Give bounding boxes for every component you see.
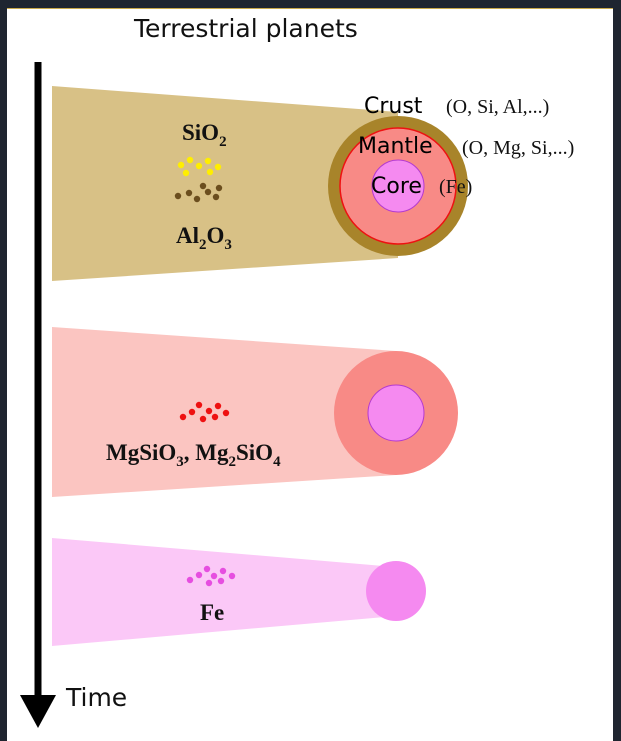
sio2-particle (182, 169, 190, 177)
core-layer (367, 384, 425, 442)
sio2-particle (206, 168, 214, 176)
al2o3-particle (174, 192, 182, 200)
al2o3-particle-cluster (174, 182, 223, 203)
mantle-label: Mantle (358, 134, 433, 159)
al2o3-particle (212, 193, 220, 201)
sio2-particle (195, 162, 203, 170)
silicate-particle (179, 413, 187, 421)
core-label: Core (371, 174, 422, 199)
fe-label: Fe (200, 600, 224, 625)
silicate-particle (214, 402, 222, 410)
silicate-particle (188, 408, 196, 416)
time-axis-arrowhead (20, 695, 56, 728)
al2o3-particle (204, 188, 212, 196)
fe-particle-cluster (186, 565, 236, 587)
silicate-particle (199, 415, 207, 423)
silicate-particle-cluster (179, 401, 230, 423)
fe-particle (195, 571, 203, 579)
silicate-particle (222, 409, 230, 417)
crust-label: Crust (364, 94, 423, 119)
stage-mantle-formation: MgSiO3, Mg2SiO4 (52, 327, 458, 497)
crust-composition: (O, Si, Al,...) (446, 96, 549, 118)
stage-core-formation: Fe (52, 538, 426, 646)
sio2-particle (177, 161, 185, 169)
fe-particle (228, 572, 236, 580)
sio2-label: SiO2 (182, 120, 227, 150)
silicate-particle (205, 407, 213, 415)
core-composition: (Fe) (439, 176, 472, 198)
stage-crust-formation: SiO2 Al2O3 Crust (O, Si, Al,...) Mantle … (52, 86, 574, 281)
fe-particle (219, 567, 227, 575)
al2o3-particle (199, 182, 207, 190)
sio2-particle (204, 157, 212, 165)
al2o3-particle (185, 189, 193, 197)
silicate-formula-label: MgSiO3, Mg2SiO4 (106, 440, 281, 470)
silicate-particle (195, 401, 203, 409)
silicate-particle (211, 413, 219, 421)
diagram-title: Terrestrial planets (134, 14, 358, 43)
sio2-particle (214, 163, 222, 171)
mantle-composition: (O, Mg, Si,...) (462, 137, 574, 159)
core-accretion-band (52, 538, 396, 646)
sio2-particle-cluster (177, 156, 222, 177)
al2o3-particle (215, 184, 223, 192)
fe-particle (217, 577, 225, 585)
fe-particle (186, 576, 194, 584)
crust-accretion-band (52, 86, 398, 281)
fe-particle (203, 565, 211, 573)
time-axis-label: Time (65, 683, 127, 712)
core-layer (366, 561, 426, 621)
core-layer (371, 159, 425, 213)
fe-particle (205, 579, 213, 587)
al2o3-label: Al2O3 (176, 223, 232, 253)
al2o3-particle (193, 195, 201, 203)
sio2-particle (186, 156, 194, 164)
fe-particle (210, 572, 218, 580)
